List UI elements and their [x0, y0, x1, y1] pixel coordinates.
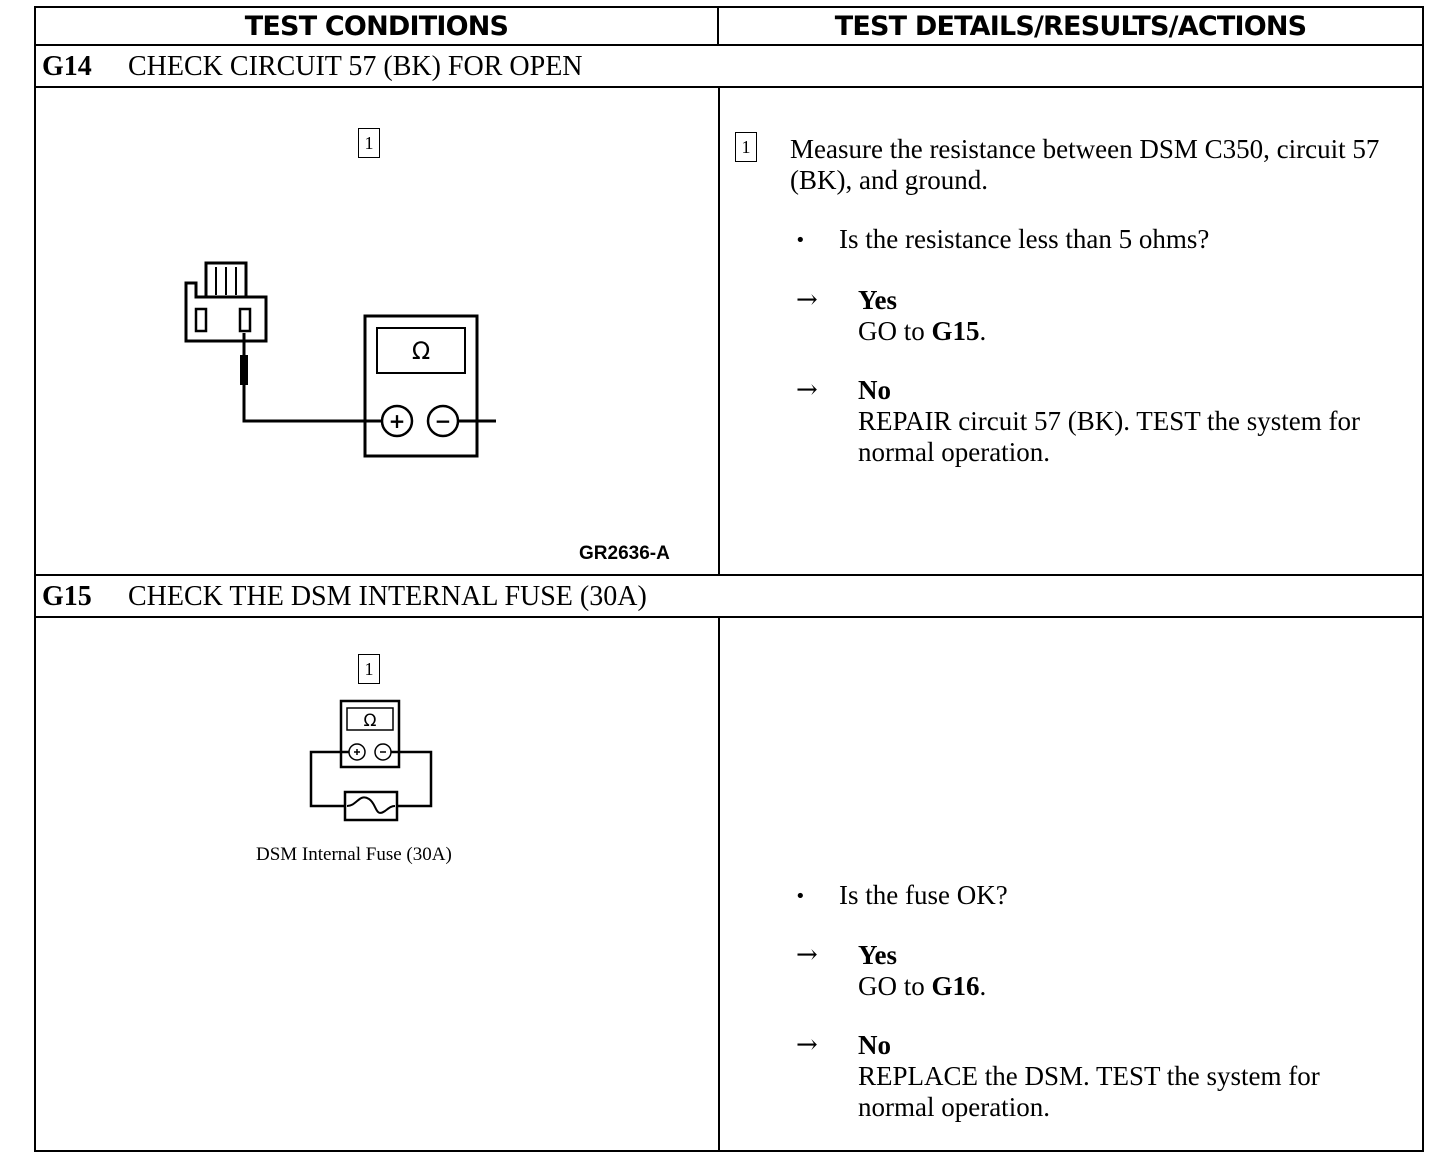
g15-yes-target: G16: [931, 971, 980, 1001]
g15-meter-symbol: Ω: [364, 711, 377, 731]
g14-title: CHECK CIRCUIT 57 (BK) FOR OPEN: [128, 51, 583, 82]
g14-detail-step-box: 1: [735, 132, 757, 162]
header-test-conditions: TEST CONDITIONS: [36, 8, 719, 46]
ohmmeter-icon: Ω: [339, 699, 401, 769]
g14-figure-step-box: 1: [358, 128, 380, 158]
g14-instruction: Measure the resistance between DSM C350,…: [790, 134, 1380, 195]
g15-no-label: No: [858, 1030, 891, 1060]
g15-title: CHECK THE DSM INTERNAL FUSE (30A): [128, 581, 647, 612]
g15-yes-action: GO to G16.: [858, 971, 987, 1001]
g15-yes-arrow-icon: →: [796, 940, 818, 970]
g14-no-label: No: [858, 375, 891, 405]
g14-section-title: G14 CHECK CIRCUIT 57 (BK) FOR OPEN: [36, 46, 1422, 88]
g15-no-arrow-icon: →: [796, 1030, 818, 1060]
fuse-icon: [343, 790, 399, 822]
g14-figure-label: GR2636-A: [579, 543, 670, 564]
header-test-details: TEST DETAILS/RESULTS/ACTIONS: [719, 8, 1422, 46]
probe-icon: [240, 355, 248, 385]
g15-figure-step-box: 1: [358, 654, 380, 684]
svg-text:−: −: [435, 409, 452, 433]
g14-question: Is the resistance less than 5 ohms?: [839, 224, 1210, 254]
g15-fuse-diagram: Ω: [309, 699, 433, 822]
g15-no-action: REPLACE the DSM. TEST the system for nor…: [858, 1061, 1320, 1122]
g15-figure-caption: DSM Internal Fuse (30A): [256, 844, 452, 865]
g15-step-id: G15: [42, 581, 92, 612]
g15-section-title: G15 CHECK THE DSM INTERNAL FUSE (30A): [36, 576, 1422, 618]
g14-meter-symbol: Ω: [412, 337, 430, 365]
g14-ohmmeter-diagram: Ω + −: [184, 261, 496, 458]
g15-bullet: •: [795, 886, 806, 907]
g14-column-divider: [718, 88, 720, 576]
g14-yes-target: G15: [931, 316, 980, 346]
diagnostic-table: TEST CONDITIONS TEST DETAILS/RESULTS/ACT…: [34, 6, 1424, 1152]
section-divider: [36, 574, 1422, 576]
g15-column-divider: [718, 618, 720, 1152]
g14-no-arrow-icon: →: [796, 375, 818, 405]
ohmmeter-icon: Ω + −: [363, 314, 479, 458]
g14-yes-arrow-icon: →: [796, 285, 818, 315]
g14-no-action: REPAIR circuit 57 (BK). TEST the system …: [858, 406, 1360, 467]
svg-text:+: +: [389, 409, 406, 433]
g15-yes-label: Yes: [858, 940, 897, 970]
g14-yes-action: GO to G15.: [858, 316, 987, 346]
g14-bullet: •: [795, 230, 806, 251]
connector-icon: [184, 261, 268, 343]
g15-question: Is the fuse OK?: [839, 880, 1008, 910]
g14-step-id: G14: [42, 51, 92, 82]
g14-yes-label: Yes: [858, 285, 897, 315]
